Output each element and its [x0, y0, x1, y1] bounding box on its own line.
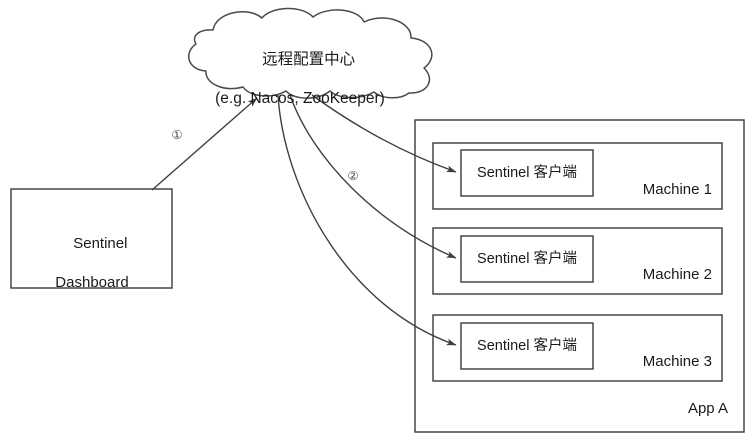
machine-3-label: Machine 3 — [642, 353, 712, 370]
machine-3-client-box — [460, 322, 594, 370]
arrow-cloud-to-machine-3 — [277, 94, 457, 346]
sentinel-dashboard-line2: Dashboard — [55, 273, 129, 291]
machine-2-client-label: Sentinel 客户端 — [477, 251, 577, 267]
sentinel-dashboard-line1: Sentinel — [73, 235, 128, 253]
machine-3-client-label: Sentinel 客户端 — [477, 338, 577, 354]
arrow-dashboard-to-cloud — [151, 97, 258, 191]
arrow-cloud-to-machine-2 — [289, 94, 457, 259]
machine-1-client-label: Sentinel 客户端 — [477, 165, 577, 181]
machine-1-label: Machine 1 — [642, 181, 712, 198]
machine-2-client-box — [460, 235, 594, 283]
step-marker-2: ② — [347, 169, 359, 183]
machine-1-client-box — [460, 149, 594, 197]
cloud-label: 远程配置中心 (e.g. Nacos, ZooKeeper) — [180, 30, 420, 149]
cloud-label-line2: (e.g. Nacos, ZooKeeper) — [215, 90, 385, 108]
sentinel-dashboard-box — [10, 188, 173, 289]
cloud-label-line1: 远程配置中心 — [262, 50, 356, 68]
step-marker-1: ① — [171, 128, 183, 142]
app-a-label: App A — [687, 400, 728, 417]
arrow-cloud-to-machine-1 — [311, 94, 457, 173]
machine-2-label: Machine 2 — [642, 266, 712, 283]
sentinel-dashboard-label: Sentinel Dashboard — [12, 215, 172, 330]
cloud-shape — [187, 7, 433, 99]
